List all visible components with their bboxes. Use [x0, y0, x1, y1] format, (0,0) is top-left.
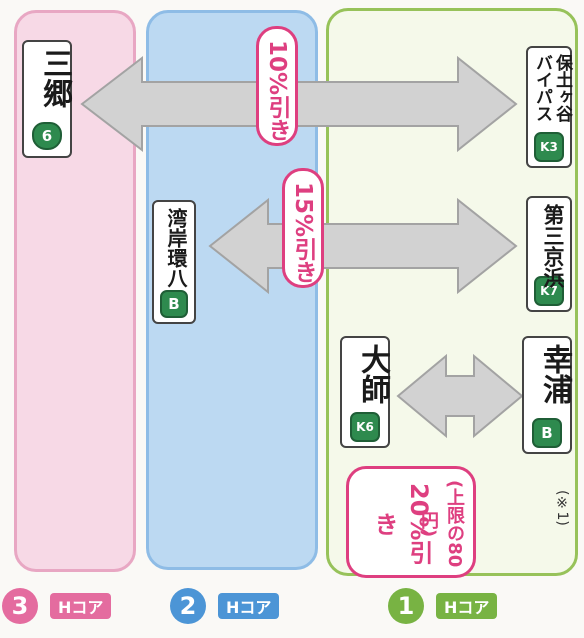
- route-badge-b-wangan: B: [160, 290, 188, 318]
- legend-zone-3-number: 3: [2, 588, 38, 624]
- route-name-daishi: 大師: [355, 344, 390, 404]
- route-sign-sachiura: B 幸浦: [522, 336, 572, 454]
- discount-20: 20%引き (上限の80円): [346, 466, 476, 578]
- legend-zone-1-label: Hコア: [436, 593, 498, 619]
- legend-zone-2-label: Hコア: [218, 593, 280, 619]
- discount-10: 10%引き: [256, 26, 298, 146]
- discount-20-line1: 20%引き: [370, 483, 433, 565]
- route-sign-sango: 6 三郷: [22, 40, 72, 158]
- discount-20-line2: (上限の80円): [418, 480, 465, 568]
- route-sign-hodogaya: K3 保土ヶ谷 バイパス: [526, 46, 572, 168]
- route-badge-k6: K6: [350, 412, 380, 442]
- route-sign-daisan: K7 第三京浜: [526, 196, 572, 312]
- route-badge-k7: K7: [534, 276, 564, 306]
- route-name-hodogaya-2: バイパス: [532, 54, 552, 122]
- route-badge-6: 6: [32, 122, 62, 150]
- route-badge-b-sachiura: B: [532, 418, 562, 448]
- legend-zone-1-number: 1: [388, 588, 424, 624]
- route-sign-daishi: K6 大師: [340, 336, 390, 448]
- footnote-mark: (※1): [554, 490, 570, 526]
- legend-zone-3-label: Hコア: [50, 593, 112, 619]
- arrow-20: [396, 353, 524, 439]
- legend-zone-2-number: 2: [170, 588, 206, 624]
- route-sign-wangan: B 湾岸環八: [152, 200, 196, 324]
- route-name-sango: 三郷: [37, 48, 72, 108]
- discount-15: 15%引き: [282, 168, 324, 288]
- route-name-hodogaya-1: 保土ヶ谷: [552, 54, 572, 122]
- arrow-10: [80, 55, 518, 153]
- route-name-daisan: 第三京浜: [541, 204, 565, 288]
- route-badge-k3: K3: [534, 132, 564, 162]
- route-name-wangan: 湾岸環八: [164, 208, 188, 288]
- arrow-15: [208, 197, 518, 295]
- route-name-sachiura: 幸浦: [537, 344, 572, 404]
